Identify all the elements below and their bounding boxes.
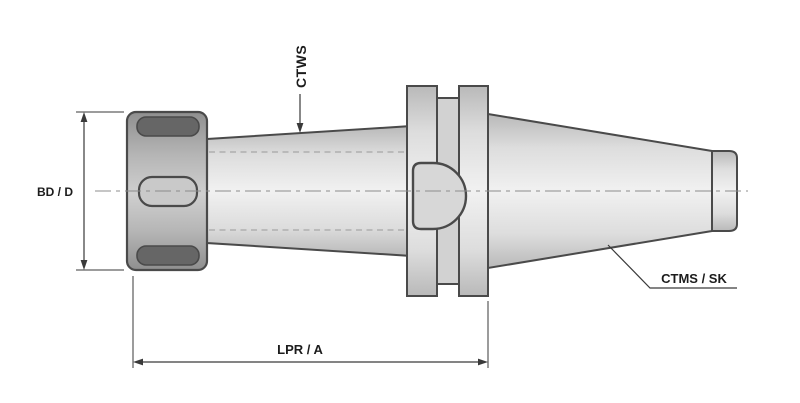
ctms-leader-line [607, 244, 737, 289]
callout-ctws: CTWS [293, 45, 309, 133]
nut-slot-bottom [136, 245, 200, 266]
ctws-arrow-icon [296, 123, 304, 133]
bd-arrow-bottom-icon [80, 260, 88, 270]
lpr-arrow-right-icon [478, 358, 488, 366]
tool-holder [95, 85, 748, 297]
nut-slot-top [136, 116, 200, 137]
lpr-arrow-left-icon [133, 358, 143, 366]
pull-stud-end [711, 150, 738, 232]
ctws-label: CTWS [293, 45, 309, 88]
callout-ctms: CTMS / SK [607, 244, 737, 289]
drive-slot [411, 161, 468, 231]
dim-bd: BD / D [37, 111, 124, 271]
bd-arrow-top-icon [80, 112, 88, 122]
lpr-label: LPR / A [277, 342, 323, 357]
dim-lpr: LPR / A [132, 276, 489, 368]
ctms-label: CTMS / SK [661, 271, 727, 286]
bd-label: BD / D [37, 185, 73, 199]
